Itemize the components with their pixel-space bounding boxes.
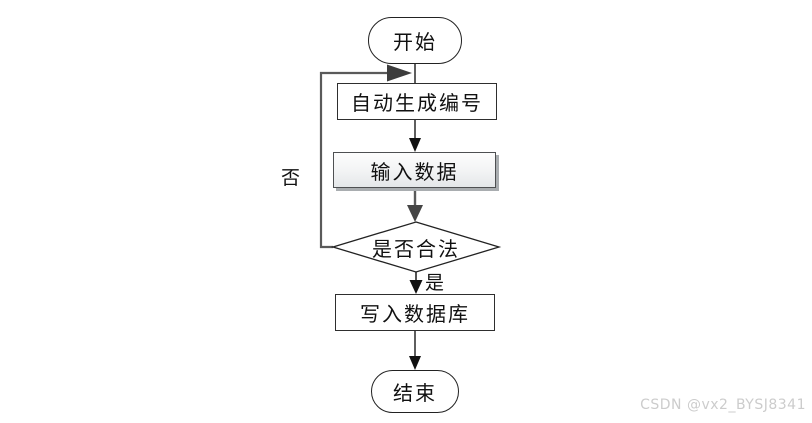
node-start: 开始 [368, 17, 462, 64]
node-auto-number: 自动生成编号 [337, 83, 497, 120]
node-is-valid: 是否合法 [343, 232, 489, 262]
edge-yes-arrowhead [409, 280, 423, 294]
node-end-label: 结束 [393, 383, 437, 405]
edge-input-to-decision-arrowhead [407, 205, 423, 222]
edge-no-loop-line [319, 71, 389, 249]
node-auto-number-label: 自动生成编号 [351, 93, 483, 115]
node-is-valid-label: 是否合法 [372, 238, 460, 261]
edge-label-no: 否 [281, 168, 301, 189]
node-end: 结束 [371, 370, 459, 413]
edge-write-to-end-arrowhead [409, 356, 421, 370]
node-write-db: 写入数据库 [335, 294, 495, 331]
node-start-label: 开始 [393, 32, 437, 54]
edge-auto-to-input-arrowhead [409, 138, 421, 152]
watermark: CSDN @vx2_BYSJ8341 [640, 397, 806, 413]
edge-label-yes: 是 [425, 273, 445, 294]
node-input-data-label: 输入数据 [370, 161, 459, 184]
edge-no-loop-arrowhead [387, 64, 412, 82]
node-input-data: 输入数据 [333, 152, 496, 188]
node-write-db-label: 写入数据库 [360, 304, 470, 326]
